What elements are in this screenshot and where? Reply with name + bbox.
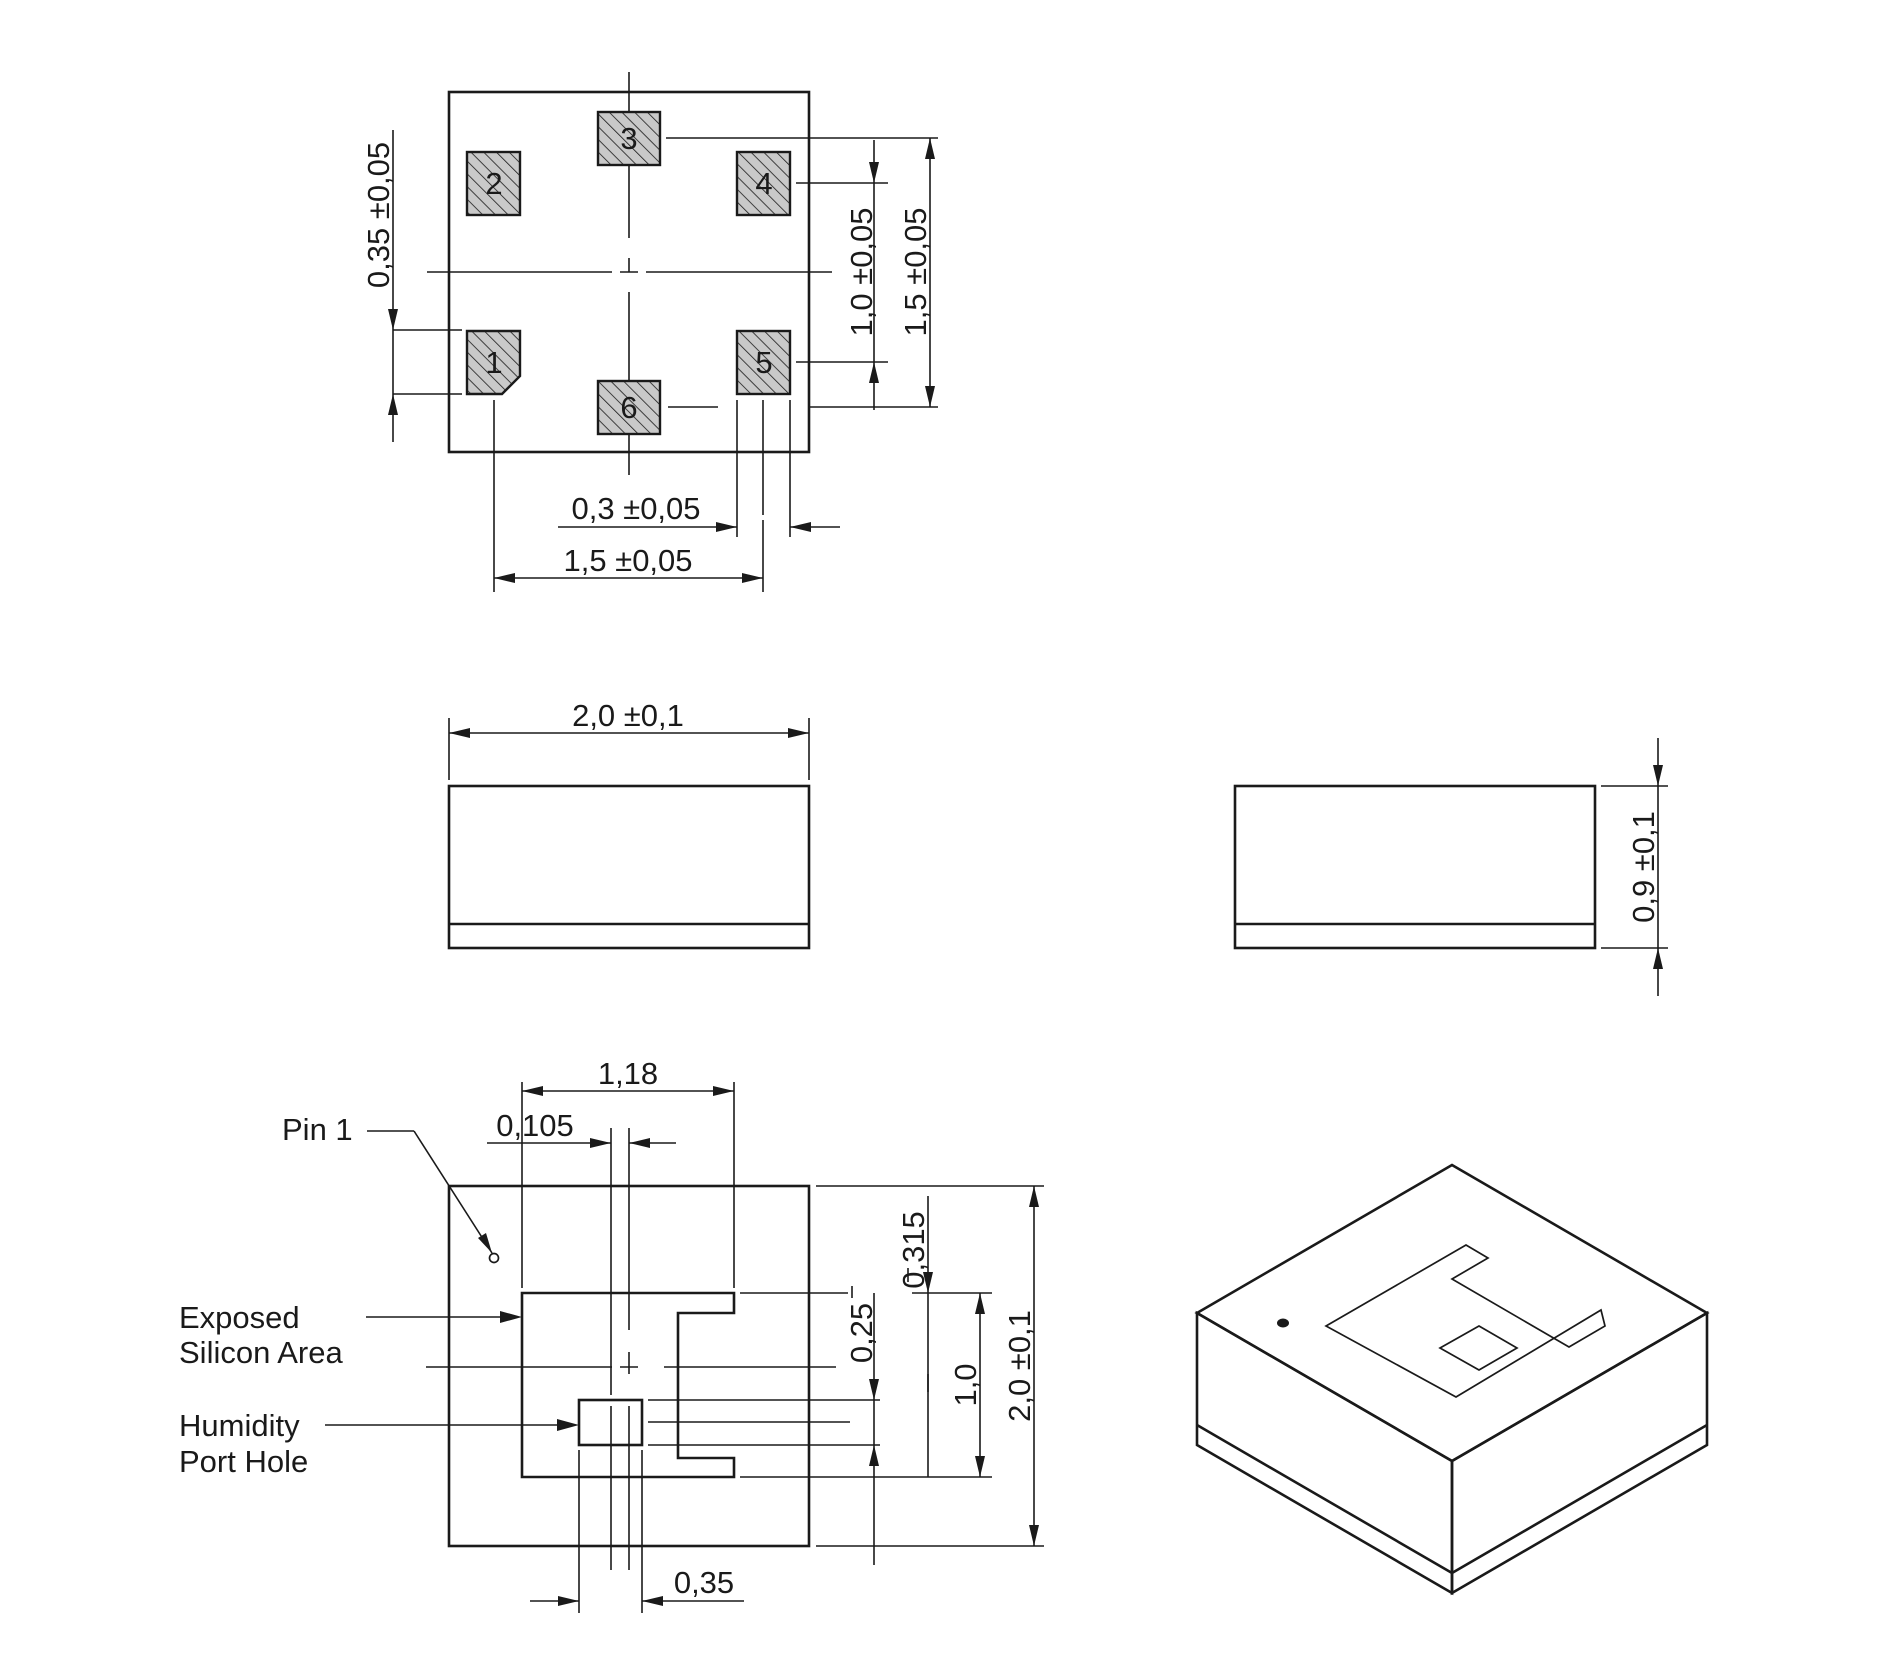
dim-pin-width-label: 0,3 ±0,05 <box>571 491 700 526</box>
callout-humidity-port: Humidity Port Hole <box>179 1408 579 1479</box>
dim-pin-span-v: 1,5 ±0,05 <box>666 137 938 408</box>
exposed-silicon-outline <box>520 1291 736 1479</box>
pad-1: 1 <box>465 329 522 396</box>
pad-2: 2 <box>465 150 522 217</box>
right-side-body <box>1233 784 1597 950</box>
dim-body-height: 0,9 ±0,1 <box>1601 738 1668 996</box>
dim-body-height-label: 0,9 ±0,1 <box>1626 811 1661 923</box>
front-side-body <box>447 784 811 950</box>
pad-2-label: 2 <box>485 166 502 201</box>
pad-1-label: 1 <box>485 345 502 380</box>
dim-pin-span-h: 1,5 ±0,05 <box>493 400 764 592</box>
dim-pin-span-h-label: 1,5 ±0,05 <box>563 543 692 578</box>
pad-5-label: 5 <box>755 345 772 380</box>
dim-port-offset-label: 0,25 <box>844 1303 879 1363</box>
pad-5: 5 <box>735 329 792 396</box>
dim-top-margin: 0,315 <box>740 1185 1044 1477</box>
callout-pin1-label: Pin 1 <box>282 1112 353 1147</box>
dim-silicon-height: 1,0 <box>740 1292 992 1478</box>
pin1-marker <box>488 1252 500 1264</box>
pad-6-label: 6 <box>620 390 637 425</box>
dim-pin-pitch-v: 1,0 ±0,05 <box>796 140 888 410</box>
dim-pin-span-v-label: 1,5 ±0,05 <box>898 207 933 336</box>
callout-exposed-silicon-line1: Exposed <box>179 1300 300 1335</box>
front-side-view: 2,0 ±0,1 <box>447 698 811 950</box>
isometric-view <box>1194 1163 1710 1596</box>
callout-exposed-silicon-line2: Silicon Area <box>179 1335 343 1370</box>
dim-body-width: 2,0 ±0,1 <box>448 698 810 780</box>
callout-humidity-port-line2: Port Hole <box>179 1444 308 1479</box>
dim-pin-pitch-v-label: 1,0 ±0,05 <box>844 207 879 336</box>
dim-port-width: 0,35 <box>530 1450 744 1613</box>
bottom-view: 1,18 0,105 0,315 0,25 <box>179 1056 1044 1613</box>
dim-silicon-height-label: 1,0 <box>948 1363 983 1406</box>
dim-pin-height: 0,35 ±0,05 <box>361 130 462 442</box>
iso-humidity-port <box>1438 1325 1519 1371</box>
pad-6: 6 <box>596 379 662 436</box>
pad-3-label: 3 <box>620 121 637 156</box>
pad-4: 4 <box>735 150 792 217</box>
dim-pin-width: 0,3 ±0,05 <box>558 400 840 537</box>
iso-pin1-dot <box>1277 1318 1289 1328</box>
dim-offset: 0,105 <box>487 1108 676 1395</box>
dim-body: 2,0 ±0,1 <box>816 1186 1044 1547</box>
dim-port-offset: 0,25 <box>648 1286 880 1565</box>
dim-pin-height-label: 0,35 ±0,05 <box>361 142 396 288</box>
dim-offset-label: 0,105 <box>496 1108 574 1143</box>
dim-silicon-width: 1,18 <box>521 1056 735 1288</box>
dim-top-margin-label: 0,315 <box>896 1211 931 1289</box>
top-view: 3 2 4 1 5 6 0,35 ±0,05 <box>361 72 938 592</box>
dim-port-width-label: 0,35 <box>674 1565 734 1600</box>
pad-4-label: 4 <box>755 166 772 201</box>
pad-3: 3 <box>596 110 662 167</box>
iso-exposed-silicon <box>1324 1244 1606 1398</box>
dim-silicon-width-label: 1,18 <box>598 1056 658 1091</box>
dim-body-width-label: 2,0 ±0,1 <box>572 698 684 733</box>
callout-exposed-silicon: Exposed Silicon Area <box>179 1300 522 1370</box>
callout-pin1: Pin 1 <box>282 1112 493 1254</box>
dim-body-label: 2,0 ±0,1 <box>1002 1310 1037 1422</box>
right-side-view: 0,9 ±0,1 <box>1233 738 1668 996</box>
callout-humidity-port-line1: Humidity <box>179 1408 300 1443</box>
bottom-view-centerlines <box>426 1128 836 1570</box>
